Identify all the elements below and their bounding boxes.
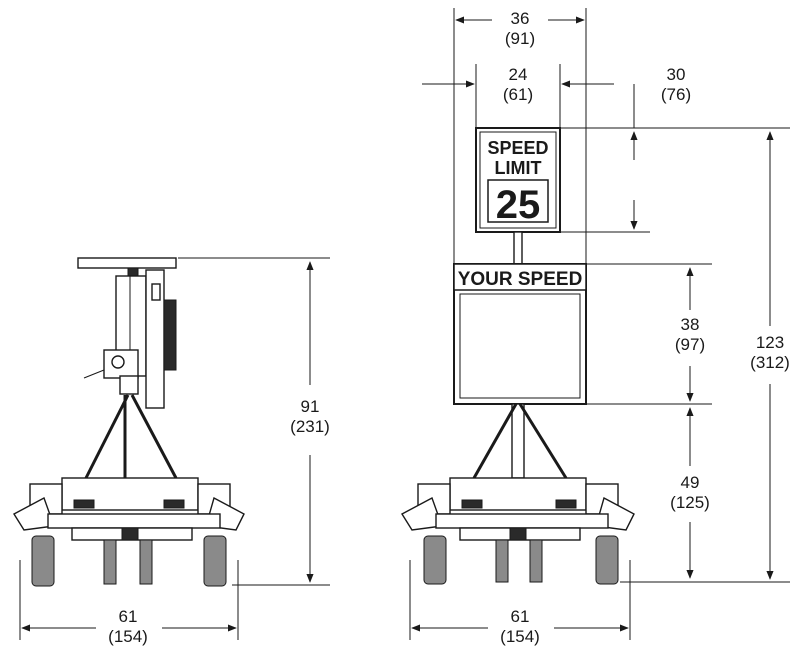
sign-width-in: 24 xyxy=(509,65,528,84)
sign-line-1: SPEED xyxy=(487,138,548,158)
ground-clearance-dimension: 49 (125) xyxy=(620,407,790,583)
sign-height-dimension: 30 (76) xyxy=(560,65,691,233)
side-height-dimension: 91 (231) xyxy=(178,257,330,586)
sign-height-in: 30 xyxy=(667,65,686,84)
sign-width-dimension: 24 (61) xyxy=(422,64,614,128)
side-height-in: 91 xyxy=(301,397,320,416)
sign-number: 25 xyxy=(496,183,541,227)
sign-line-2: LIMIT xyxy=(495,158,542,178)
jack-leg xyxy=(103,539,117,585)
total-height-in: 123 xyxy=(756,333,784,352)
display-height-cm: (97) xyxy=(675,335,705,354)
wheel-right xyxy=(203,535,227,587)
axle xyxy=(47,513,221,529)
total-height-cm: (312) xyxy=(750,353,790,372)
side-width-dimension: 61 (154) xyxy=(19,560,239,646)
sign-width-cm: (61) xyxy=(503,85,533,104)
ground-clearance-cm: (125) xyxy=(670,493,710,512)
front-width-cm: (154) xyxy=(500,627,540,646)
front-jack-leg xyxy=(495,539,509,583)
front-width-in: 61 xyxy=(511,607,530,626)
front-axle xyxy=(435,513,609,529)
overall-width-cm: (91) xyxy=(505,29,535,48)
jack-leg xyxy=(139,539,153,585)
side-width-cm: (154) xyxy=(108,627,148,646)
overall-width-in: 36 xyxy=(511,9,530,28)
side-height-cm: (231) xyxy=(290,417,330,436)
solar-panel xyxy=(77,257,177,269)
front-view-trailer: SPEED LIMIT 25 YOUR SPEED xyxy=(401,127,635,585)
front-jack-leg xyxy=(529,539,543,583)
side-view-trailer xyxy=(13,257,245,587)
total-height-dimension: 123 (312) xyxy=(650,127,790,580)
front-mast xyxy=(511,403,525,479)
front-width-dimension: 61 (154) xyxy=(409,560,631,646)
display-height-dimension: 38 (97) xyxy=(586,263,712,405)
ground-clearance-in: 49 xyxy=(681,473,700,492)
front-wheel-left xyxy=(423,535,447,585)
side-width-in: 61 xyxy=(119,607,138,626)
overall-width-dimension: 36 (91) xyxy=(453,8,587,264)
display-header: YOUR SPEED xyxy=(458,269,583,290)
front-wheel-right xyxy=(595,535,619,585)
wheel-left xyxy=(31,535,55,587)
display-height-in: 38 xyxy=(681,315,700,334)
sign-height-cm: (76) xyxy=(661,85,691,104)
